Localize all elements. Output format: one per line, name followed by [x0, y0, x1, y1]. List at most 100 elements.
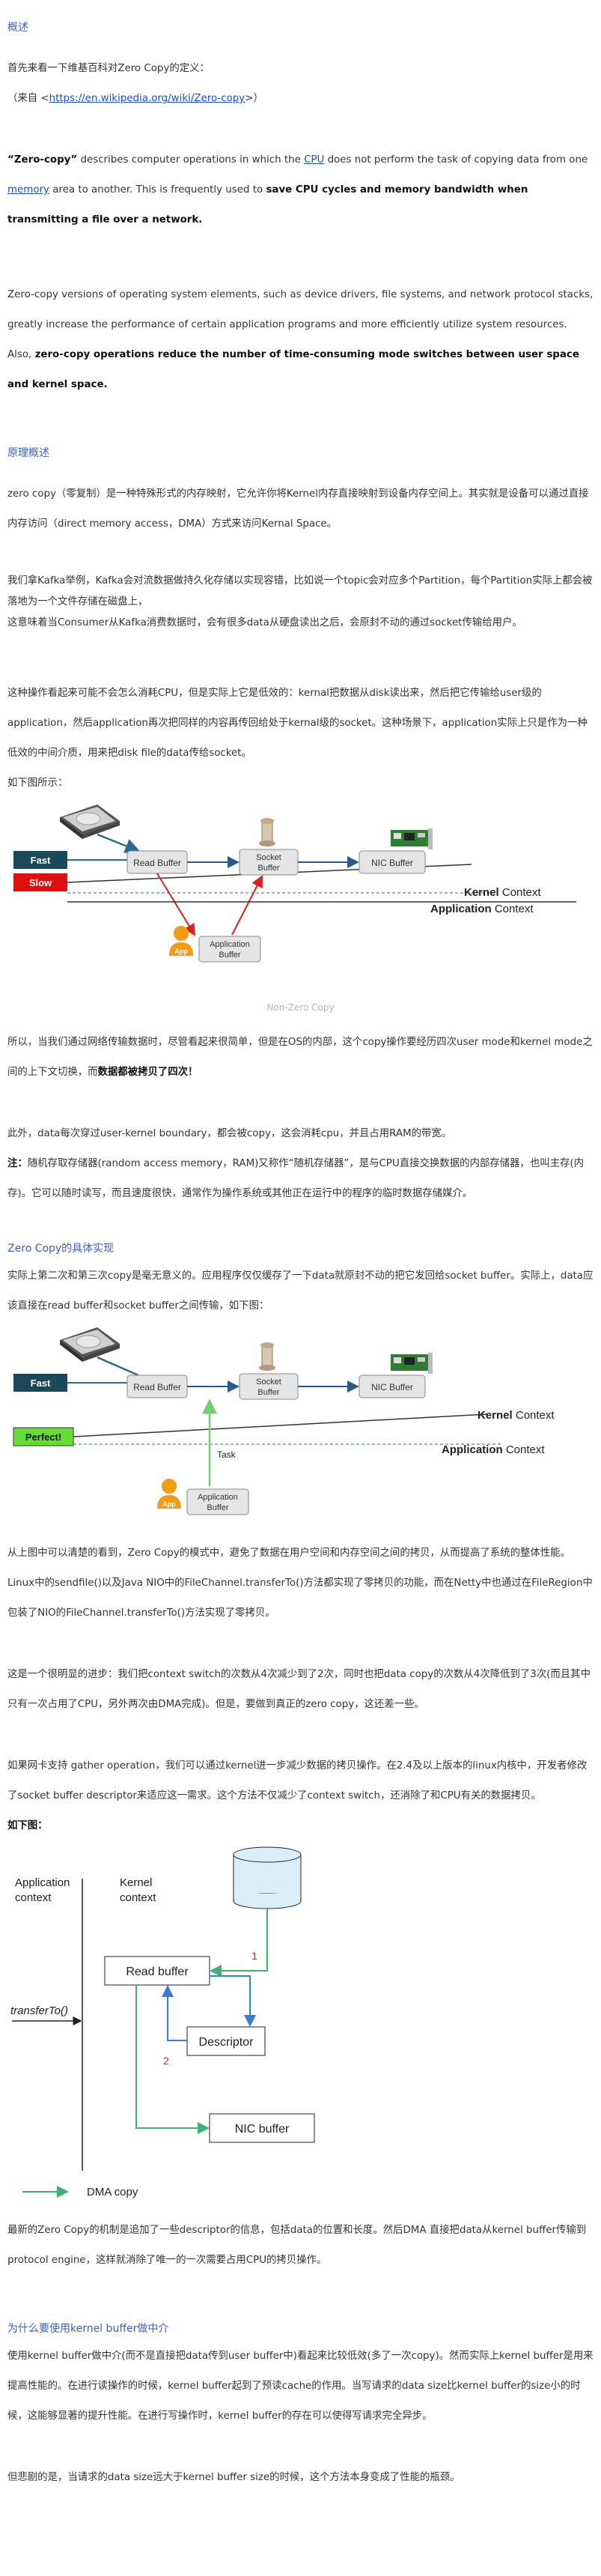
read-buffer-label-3: Read buffer: [126, 1966, 189, 1978]
disk-to-read-arrow-2: [97, 1356, 139, 1377]
app-buffer-label-1: Application: [210, 940, 250, 949]
kernel-context-label-2: context: [120, 1891, 156, 1904]
perfect-label-box: [13, 1427, 74, 1446]
intro-text: 首先来看一下维基百科对Zero Copy的定义：: [7, 63, 210, 74]
app-buffer-box: [198, 936, 261, 963]
app-person-label: App: [174, 948, 188, 955]
hard-disk-icon-2: [60, 1327, 120, 1362]
application-context-bold-2: Application: [442, 1443, 503, 1456]
dma-legend-label: DMA copy: [87, 2186, 138, 2198]
principle-p7: 注：随机存取存储器(random access memory，RAM)又称作“随…: [7, 1149, 594, 1209]
fast-label: Fast: [31, 855, 51, 866]
application-context-text: Context: [492, 903, 534, 915]
impl-p5-bold: 如下图：: [7, 1820, 48, 1831]
network-card-icon-2: [391, 1353, 433, 1374]
socket-icon: [259, 818, 275, 846]
zero-copy-versions: Zero-copy versions of operating system e…: [7, 280, 594, 400]
socket-buffer-label-2b: Buffer: [257, 1388, 279, 1397]
app-context-label-1: Application: [15, 1876, 70, 1889]
versions-text: Zero-copy versions of operating system e…: [7, 289, 594, 360]
note-text: 随机存取存储器(random access memory，RAM)又称作“随机存…: [7, 1158, 584, 1199]
note-label: 注：: [7, 1158, 28, 1169]
impl-p2: 从上图中可以清楚的看到，Zero Copy的模式中，避免了数据在用户空间和内存空…: [7, 1548, 593, 1619]
impl-p3: 这是一个很明显的进步：我们把context switch的次数从4次减少到了2次…: [7, 1669, 591, 1710]
nic-buffer-box-2: [359, 1375, 426, 1398]
principle-p3: 这种操作看起来可能不会怎么消耗CPU，但是实际上它是低效的：kernal把数据从…: [7, 688, 588, 759]
app-context-label-2: context: [15, 1891, 52, 1904]
section-title-overview: 概述: [7, 22, 28, 34]
kernel-context-label: Kernel Context: [464, 886, 541, 899]
principle-p5-bold: 数据都被拷贝了四次！: [97, 1067, 198, 1078]
kernel-buffer-p2: 但悲剧的是，当请求的data size远大于kernel buffer size…: [7, 2472, 460, 2483]
step-2-label: 2: [163, 2055, 169, 2067]
application-context-label-2: Application Context: [442, 1443, 545, 1456]
app-person-label-2: App: [162, 1500, 176, 1508]
hard-disk-icon: [60, 804, 120, 839]
zero-copy-svg: Fast Perfect! Read Buffer Socket Buffer …: [13, 1327, 555, 1515]
impl-p4: 如果网卡支持 gather operation，我们可以通过kernel进一步减…: [7, 1760, 588, 1801]
slow-label-box: [13, 873, 67, 891]
principle-p5-text: 所以，当我们通过网络传输数据时，尽管看起来很简单，但是在OS的内部，这个copy…: [7, 1037, 593, 1078]
socket-buffer-label-2: Buffer: [257, 864, 279, 873]
nic-buffer-label-2: NIC Buffer: [371, 1382, 413, 1392]
non-zero-copy-caption: Non-Zero Copy: [266, 1002, 335, 1013]
app-buffer-box-2: [186, 1488, 249, 1515]
descriptor-diagram: Application context Kernel context Read …: [7, 1841, 594, 2201]
principle-p6: 此外，data每次穿过user-kernel boundary，都会被copy，…: [7, 1128, 452, 1139]
impl-p6: 最新的Zero Copy的机制是追加了一些descriptor的信息，包括dat…: [7, 2225, 587, 2266]
dma-copy-arrow-1: [210, 1909, 268, 1977]
app-buffer-label-2b: Buffer: [207, 1503, 228, 1512]
non-zero-copy-svg: Fast Slow Read Buffer Socket Buffer: [13, 804, 576, 963]
section-title-principle: 原理概述: [7, 447, 49, 459]
cpu-link[interactable]: CPU: [304, 154, 325, 166]
kernel-context-text: Context: [499, 886, 542, 899]
app-person-icon-2: App: [157, 1479, 181, 1509]
nic-buffer-label-3: NIC buffer: [235, 2123, 290, 2136]
non-zero-copy-diagram: Fast Slow Read Buffer Socket Buffer: [7, 798, 594, 1001]
disk-cylinder-icon: [233, 1846, 302, 1909]
nic-buffer-box-3: [209, 2113, 315, 2143]
definition-text-1: describes computer operations in which t…: [77, 154, 305, 166]
socket-icon-2: [259, 1342, 275, 1371]
memory-link[interactable]: memory: [7, 184, 49, 196]
zero-copy-definition: “Zero-copy” describes computer operation…: [7, 145, 594, 235]
transfer-to-label: transferTo(): [10, 2004, 68, 2017]
read-buffer-label-2: Read Buffer: [133, 1382, 181, 1392]
fast-label-2: Fast: [31, 1378, 51, 1389]
fast-label-box: [13, 851, 67, 869]
definition-text-3: area to another. This is frequently used…: [49, 184, 266, 196]
versions-bold: zero-copy operations reduce the number o…: [7, 349, 579, 390]
network-card-icon: [391, 828, 433, 849]
context-divider-line-2: [73, 1413, 487, 1437]
task-label: Task: [217, 1449, 237, 1460]
kernel-context-text-2: Context: [513, 1409, 555, 1422]
principle-p4: 如下图所示：: [7, 778, 68, 789]
app-buffer-label-2a: Application: [198, 1493, 238, 1502]
read-buffer-box-3: [104, 1956, 210, 1986]
impl-p1: 实际上第二次和第三次copy是毫无意义的。应用程序仅仅缓存了一下data就原封不…: [7, 1270, 594, 1312]
read-to-descriptor-arrow: [210, 1975, 256, 2027]
app-to-socket-arrow: [231, 875, 263, 936]
dma-copy-arrow-2: [135, 1985, 210, 2134]
application-context-text-2: Context: [503, 1443, 546, 1456]
step-1-label: 1: [251, 1950, 257, 1962]
wikipedia-link[interactable]: https://en.wikipedia.org/wiki/Zero-copy: [49, 93, 245, 104]
descriptor-to-read-arrow: [162, 1985, 187, 2041]
kernel-context-bold-2: Kernel: [478, 1409, 513, 1422]
source-prefix: （来自 <: [7, 93, 49, 104]
nic-buffer-label: NIC Buffer: [371, 858, 413, 868]
kernel-context-label-2: Kernel Context: [478, 1409, 555, 1422]
slow-label: Slow: [29, 877, 52, 888]
disk-to-read-arrow: [97, 833, 141, 853]
principle-p2a: 我们拿Kafka举例，Kafka会对流数据做持久化存储以实现容错，比如说一个to…: [7, 575, 593, 607]
application-context-label: Application Context: [430, 903, 534, 915]
read-buffer-label: Read Buffer: [133, 858, 181, 868]
article-content: 概述 首先来看一下维基百科对Zero Copy的定义： （来自 <https:/…: [7, 22, 594, 2483]
nic-buffer-box: [359, 850, 426, 874]
source-suffix: >）: [245, 93, 263, 104]
descriptor-box: [186, 2026, 266, 2056]
fast-label-box-2: [13, 1374, 67, 1392]
kernel-context-label-1: Kernel: [120, 1876, 152, 1889]
zero-copy-term: “Zero-copy”: [7, 154, 78, 166]
